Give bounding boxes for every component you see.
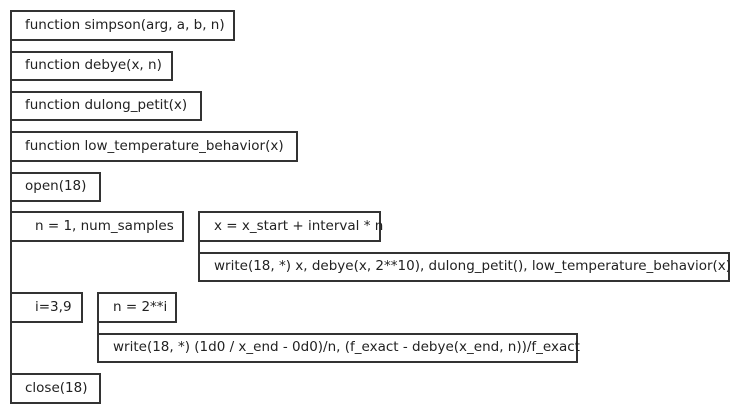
loop2-body-line (97, 292, 99, 362)
open-file-block: open(18) (10, 172, 101, 202)
assign-x-block: x = x_start + interval * n (198, 211, 383, 242)
function-dulong-petit-block: function dulong_petit(x) (10, 91, 202, 121)
function-low-temperature-behavior-block: function low_temperature_behavior(x) (10, 131, 298, 162)
loop-n-num-samples-block: n = 1, num_samples (10, 211, 184, 242)
write-error-output-block: write(18, *) (1d0 / x_end - 0d0)/n, (f_e… (97, 333, 580, 363)
function-debye-block: function debye(x, n) (10, 51, 173, 81)
loop1-body-line (198, 211, 200, 282)
assign-n-block: n = 2**i (97, 292, 177, 323)
write-debye-output-block: write(18, *) x, debye(x, 2**10), dulong_… (198, 252, 731, 282)
loop-i-3-9-block: i=3,9 (10, 292, 83, 323)
main-flow-spine (10, 12, 12, 404)
close-file-block: close(18) (10, 373, 101, 404)
function-simpson-block: function simpson(arg, a, b, n) (10, 10, 235, 41)
